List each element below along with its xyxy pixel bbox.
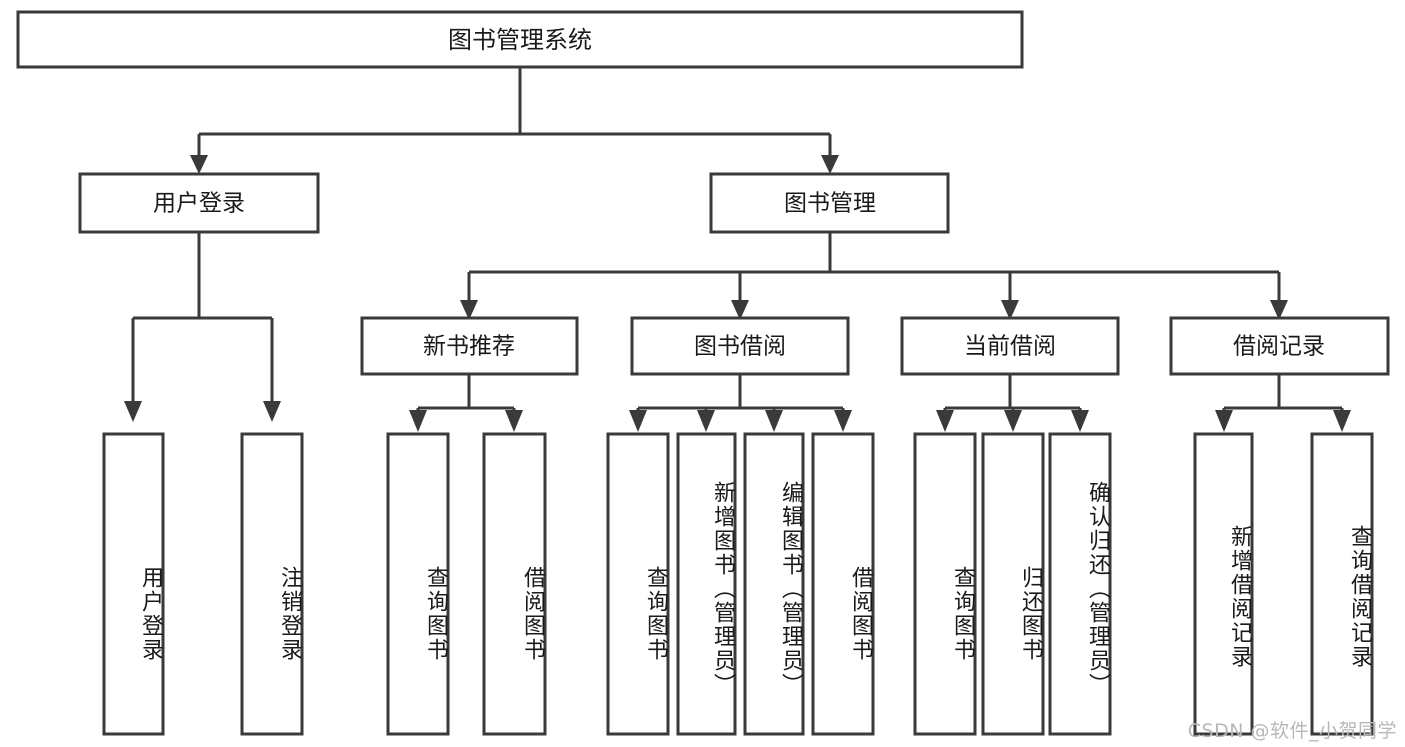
- node-leaf-query-book-3-box[interactable]: [913, 432, 977, 736]
- node-borrow-record-label: 借阅记录: [1233, 334, 1325, 360]
- arrow-head-leaf-query-record: [1333, 410, 1351, 432]
- node-book-borrow-box[interactable]: [630, 316, 850, 376]
- arrow-head-user-login: [190, 155, 208, 174]
- node-user-login-box[interactable]: [78, 172, 320, 234]
- edge-group-new-book-rec: [409, 374, 523, 432]
- node-book-manage-box[interactable]: [709, 172, 950, 234]
- arrow-head-leaf-query-book-1: [409, 410, 427, 432]
- node-current-borrow-label: 当前借阅: [964, 334, 1056, 360]
- node-current-borrow[interactable]: 当前借阅: [900, 316, 1120, 376]
- node-leaf-add-record-box[interactable]: [1193, 432, 1254, 736]
- arrow-head-leaf-logout: [263, 401, 281, 422]
- arrow-head-book-manage: [821, 155, 839, 174]
- node-leaf-borrow-book-1-box[interactable]: [482, 432, 547, 736]
- node-leaf-query-book-1-box[interactable]: [386, 432, 450, 736]
- node-leaf-query-record-box[interactable]: [1310, 432, 1374, 736]
- edge-group-borrow-record: [1215, 374, 1351, 432]
- node-new-book-rec[interactable]: 新书推荐: [360, 316, 579, 376]
- node-borrow-record[interactable]: 借阅记录: [1169, 316, 1390, 376]
- arrow-head-new-book-rec: [460, 300, 478, 320]
- node-current-borrow-box[interactable]: [900, 316, 1120, 376]
- arrow-head-leaf-edit-book: [765, 410, 783, 432]
- edge-group-current-borrow: [936, 374, 1089, 432]
- arrow-head-leaf-return-book: [1004, 410, 1022, 432]
- node-book-manage[interactable]: 图书管理: [709, 172, 950, 234]
- node-new-book-rec-box[interactable]: [360, 316, 579, 376]
- edge-group-root: [190, 67, 839, 174]
- arrow-head-leaf-borrow-book-1: [505, 410, 523, 432]
- node-root[interactable]: 图书管理系统: [16, 10, 1024, 69]
- node-book-manage-label: 图书管理: [784, 191, 876, 217]
- arrow-head-leaf-borrow-book-2: [834, 410, 852, 432]
- node-leaf-confirm-return-box[interactable]: [1048, 432, 1112, 736]
- node-leaf-edit-book-box[interactable]: [743, 432, 805, 736]
- node-root-box[interactable]: [16, 10, 1024, 69]
- arrow-head-leaf-query-book-3: [936, 410, 954, 432]
- node-leaf-logout-box[interactable]: [240, 432, 304, 736]
- arrow-head-leaf-user-login: [124, 401, 142, 422]
- leaf-boxes: [102, 432, 1374, 736]
- arrow-head-leaf-add-book: [697, 410, 715, 432]
- node-leaf-add-book-box[interactable]: [676, 432, 737, 736]
- node-user-login-label: 用户登录: [153, 191, 245, 217]
- arrow-head-borrow-record: [1270, 300, 1288, 320]
- node-user-login[interactable]: 用户登录: [78, 172, 320, 234]
- arrow-head-current-borrow: [1001, 300, 1019, 320]
- arrow-head-leaf-add-record: [1215, 410, 1233, 432]
- arrow-head-leaf-query-book-2: [629, 410, 647, 432]
- node-book-borrow[interactable]: 图书借阅: [630, 316, 850, 376]
- node-leaf-user-login-box[interactable]: [102, 432, 165, 736]
- edge-group-user-login: [124, 232, 281, 422]
- edge-group-book-manage: [460, 232, 1288, 320]
- csdn-watermark: CSDN @软件_小贺同学: [1187, 720, 1397, 742]
- node-leaf-query-book-2-box[interactable]: [606, 432, 670, 736]
- node-book-borrow-label: 图书借阅: [694, 334, 786, 360]
- node-leaf-borrow-book-2-box[interactable]: [811, 432, 875, 736]
- arrow-head-book-borrow: [731, 300, 749, 320]
- node-root-label: 图书管理系统: [448, 26, 592, 54]
- edge-group-book-borrow: [629, 374, 852, 432]
- node-new-book-rec-label: 新书推荐: [423, 334, 515, 360]
- node-leaf-return-book-box[interactable]: [981, 432, 1045, 736]
- arrow-head-leaf-confirm-return: [1071, 410, 1089, 432]
- node-borrow-record-box[interactable]: [1169, 316, 1390, 376]
